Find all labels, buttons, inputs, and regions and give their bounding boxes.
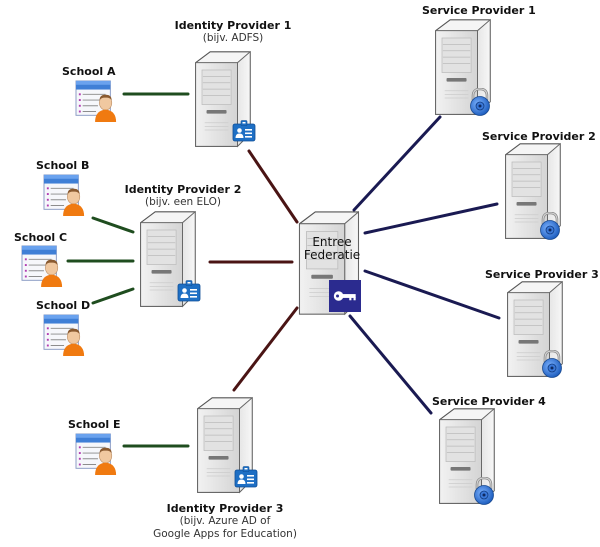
sp1-title: Service Provider 1	[422, 4, 536, 17]
idp1-title: Identity Provider 1	[174, 19, 292, 32]
sp2-title: Service Provider 2	[482, 130, 596, 143]
idp2-subtitle: (bijv. een ELO)	[144, 196, 222, 208]
idp2-title: Identity Provider 2	[124, 183, 242, 196]
school-d-title: School D	[36, 299, 91, 312]
idp1-to-hub-link	[247, 149, 299, 224]
school-a-label: School A	[62, 65, 116, 78]
hub-title-line2: Federatie	[303, 248, 361, 262]
sp1-label: Service Provider 1	[422, 4, 536, 17]
idp1-subtitle: (bijv. ADFS)	[202, 32, 264, 44]
school-d-user-list-icon[interactable]	[43, 314, 85, 356]
school-c-label: School C	[14, 231, 67, 244]
school-b-title: School B	[36, 159, 90, 172]
idp3-subtitle-line2: Google Apps for Education)	[153, 528, 297, 540]
idp3-subtitle-line1: (bijv. Azure AD of	[179, 515, 271, 527]
sp4-label: Service Provider 4	[432, 395, 546, 408]
school-a-title: School A	[62, 65, 116, 78]
school-b-to-idp2-link	[91, 216, 135, 234]
hub-label: Entree Federatie	[302, 236, 362, 262]
school-e-title: School E	[68, 418, 121, 431]
school-d-label: School D	[36, 299, 90, 312]
sp4-title: Service Provider 4	[432, 395, 546, 408]
hub-title-line1: Entree	[312, 235, 352, 249]
sp2-label: Service Provider 2	[482, 130, 596, 143]
idp3-to-hub-link	[232, 306, 299, 392]
school-d-to-idp2-link	[91, 287, 135, 305]
hub-key-icon	[329, 280, 361, 312]
sp4-to-hub-link	[348, 314, 433, 415]
school-e-user-list-icon[interactable]	[75, 433, 117, 475]
sp3-label: Service Provider 3	[485, 268, 599, 281]
sp3-to-hub-link	[363, 269, 501, 320]
connection-lines	[66, 92, 501, 448]
idp1-label: Identity Provider 1 (bijv. ADFS)	[168, 19, 298, 45]
school-b-label: School B	[36, 159, 89, 172]
sp1-to-hub-link	[352, 115, 442, 212]
idp3-title: Identity Provider 3	[166, 502, 284, 515]
school-c-title: School C	[14, 231, 68, 244]
school-b-user-list-icon[interactable]	[43, 174, 85, 216]
sp2-to-hub-link	[363, 202, 499, 235]
idp3-label: Identity Provider 3 (bijv. Azure AD of G…	[140, 502, 310, 541]
sp3-title: Service Provider 3	[485, 268, 599, 281]
school-a-user-list-icon[interactable]	[75, 80, 117, 122]
school-e-label: School E	[68, 418, 121, 431]
idp2-label: Identity Provider 2 (bijv. een ELO)	[118, 183, 248, 209]
school-c-user-list-icon[interactable]	[21, 245, 63, 287]
